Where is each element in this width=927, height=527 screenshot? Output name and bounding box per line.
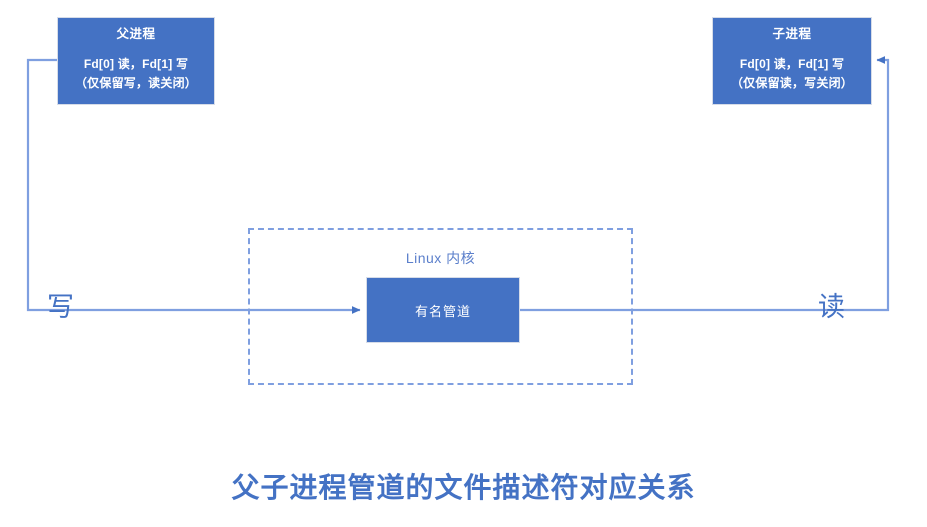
child-process-box: 子进程 Fd[0] 读，Fd[1] 写 （仅保留读，写关闭） (712, 17, 872, 105)
parent-process-note-line: （仅保留写，读关闭） (74, 75, 197, 90)
child-process-fd-line: Fd[0] 读，Fd[1] 写 (739, 57, 845, 71)
write-edge-label: 写 (47, 292, 74, 322)
read-edge-label: 读 (818, 292, 845, 322)
parent-process-box: 父进程 Fd[0] 读，Fd[1] 写 （仅保留写，读关闭） (57, 17, 215, 105)
parent-process-details: Fd[0] 读，Fd[1] 写 （仅保留写，读关闭） (75, 55, 197, 92)
child-read-connector (520, 56, 890, 312)
parent-process-fd-line: Fd[0] 读，Fd[1] 写 (83, 57, 189, 71)
linux-kernel-region (248, 228, 633, 385)
linux-kernel-label: Linux 内核 (405, 250, 476, 266)
parent-write-connector (26, 58, 361, 314)
child-process-details: Fd[0] 读，Fd[1] 写 （仅保留读，写关闭） (731, 55, 853, 92)
diagram-title: 父子进程管道的文件描述符对应关系 (231, 472, 696, 503)
child-process-title: 子进程 (772, 27, 812, 41)
child-process-note-line: （仅保留读，写关闭） (730, 75, 853, 90)
parent-process-title: 父进程 (116, 27, 156, 41)
named-pipe-box: 有名管道 (366, 277, 520, 343)
